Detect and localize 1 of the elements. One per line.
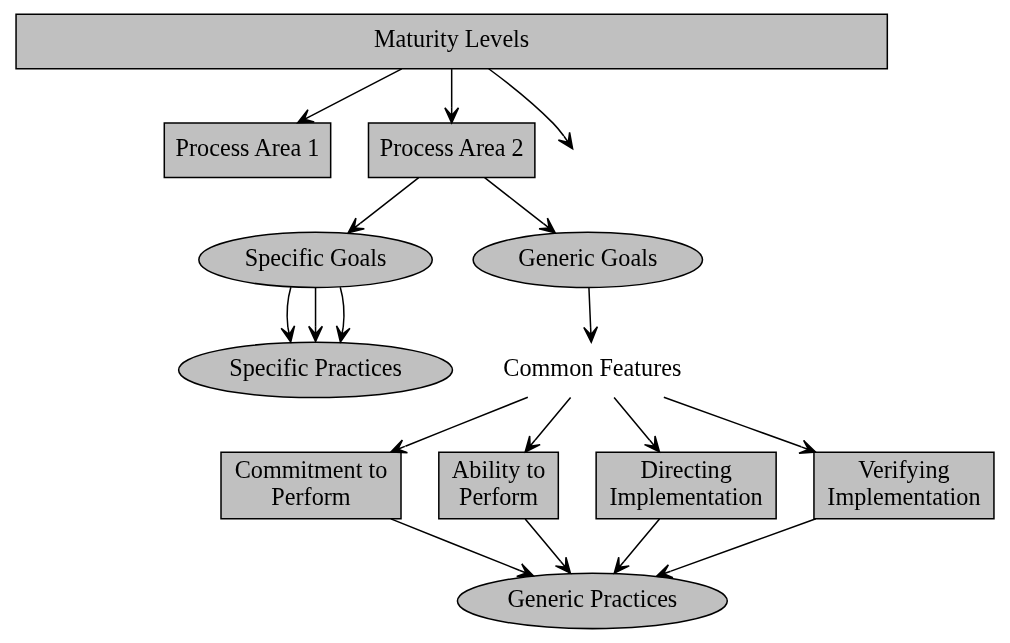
node-text: Common Features bbox=[503, 353, 682, 381]
